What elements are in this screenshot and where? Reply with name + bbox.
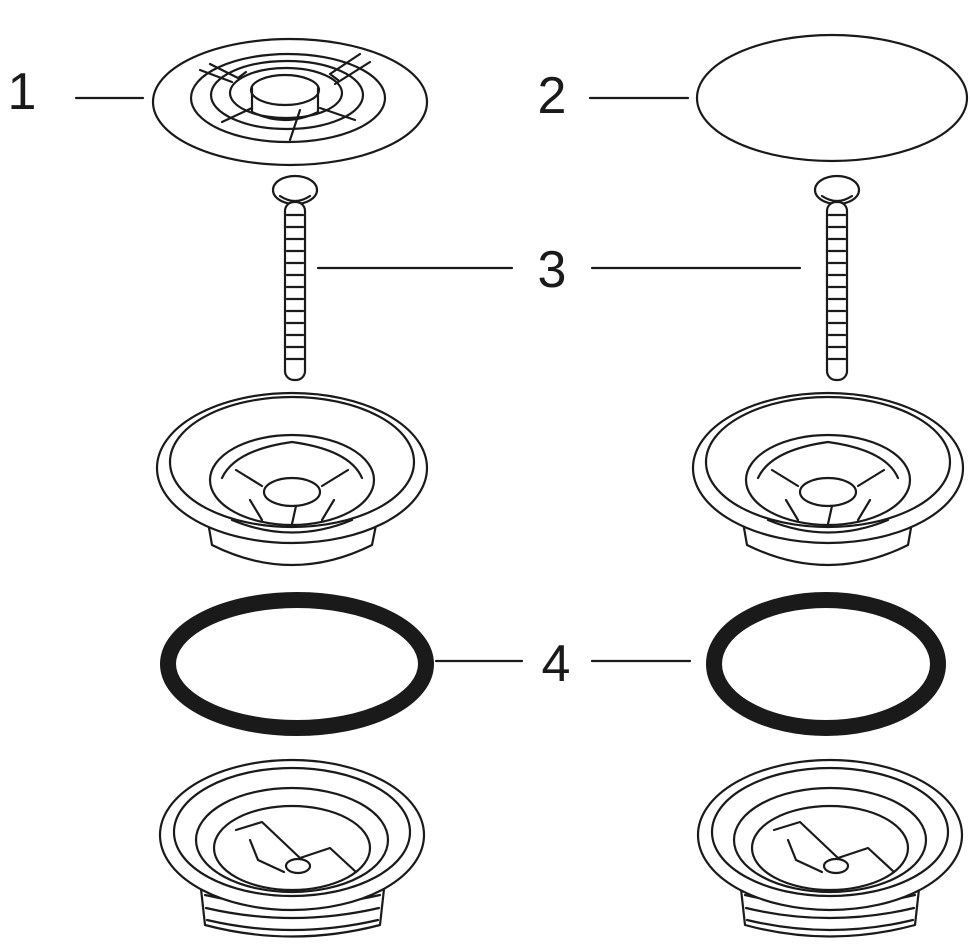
part-3-screw-right [813, 174, 861, 382]
part-3-screw-left [271, 174, 319, 382]
drain-flange-right [691, 391, 965, 567]
drain-body-right [696, 758, 964, 938]
drain-body-left [158, 758, 426, 938]
part-4-seal-ring-right [706, 592, 946, 736]
callout-1: 1 [7, 63, 37, 121]
part-4-seal-ring-left [160, 592, 434, 736]
callout-3: 3 [537, 241, 567, 299]
part-1-strainer-cover [151, 37, 429, 167]
callout-2: 2 [537, 67, 567, 125]
drain-flange-left [155, 391, 429, 567]
part-2-drain-cap [695, 33, 969, 163]
callout-4: 4 [541, 635, 571, 693]
